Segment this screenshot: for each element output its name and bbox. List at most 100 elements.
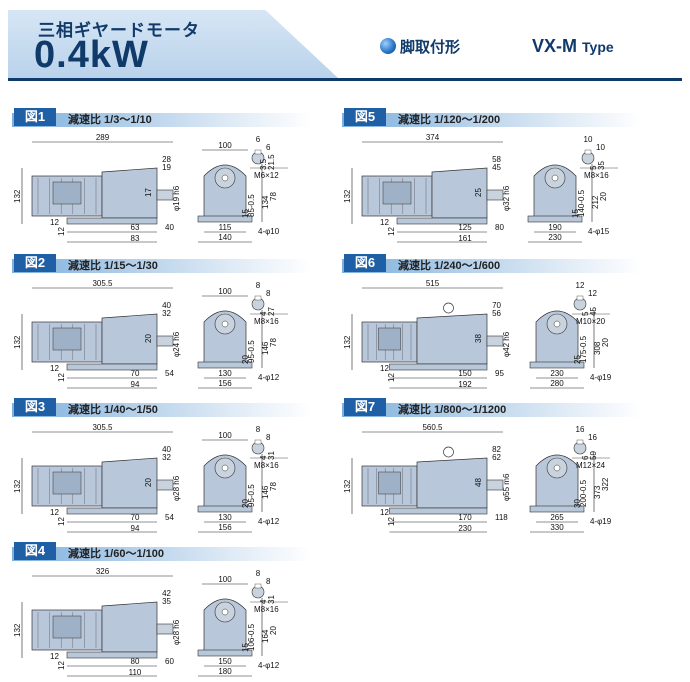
dim-e1: 12 — [380, 218, 389, 227]
key-c: 4 — [259, 455, 268, 460]
shaft-center — [553, 320, 561, 328]
figure-tag: 図1 — [14, 108, 56, 126]
power-rating: 0.4kW — [34, 34, 149, 76]
dim-t3: 25 — [474, 188, 483, 197]
figure-tag: 図3 — [14, 398, 56, 416]
model-suffix: Type — [582, 39, 614, 55]
key-a: 6 — [266, 143, 271, 152]
terminal-box — [378, 327, 401, 351]
dim-width-top: 100 — [218, 287, 232, 296]
front-foot — [529, 361, 585, 369]
key-a: 12 — [588, 289, 597, 298]
dim-overall-length: 305.5 — [92, 279, 113, 288]
key-width: 12 — [576, 281, 585, 290]
dim-w2: 230 — [458, 524, 472, 533]
key-width: 8 — [256, 569, 261, 578]
terminal-box — [378, 471, 401, 495]
dim-s2: 78 — [269, 192, 278, 201]
dim-t3: 20 — [144, 334, 153, 343]
dim-t3: 48 — [474, 478, 483, 487]
shaft-center — [221, 174, 229, 182]
lifting-eye — [443, 446, 454, 458]
figure-tag: 図6 — [344, 254, 386, 272]
figure-header-bar — [342, 403, 642, 417]
reduction-ratio: 減速比 1/40～1/50 — [68, 404, 158, 416]
output-shaft — [156, 335, 174, 347]
dim-e2: 12 — [387, 227, 396, 236]
shaft-diameter: φ24 h6 — [172, 331, 181, 357]
key-width: 6 — [256, 135, 261, 144]
figure-header: 図1 減速比 1/3～1/10 — [12, 106, 312, 128]
dim-e1: 12 — [50, 364, 59, 373]
dim-e2: 12 — [387, 517, 396, 526]
dim-height: 132 — [13, 335, 22, 349]
dim-d1: 95 — [495, 369, 504, 378]
dim-b2: 230 — [548, 233, 562, 242]
dim-t2: 19 — [162, 163, 171, 172]
dim-shaft-length: 42 — [162, 589, 171, 598]
key-bolt: M8×16 — [254, 317, 279, 326]
dim-w2: 192 — [458, 380, 472, 389]
shaft-center — [551, 174, 559, 182]
housing-front — [203, 164, 247, 221]
key-b: 27 — [267, 307, 276, 316]
dim-s1: 15 — [571, 209, 580, 218]
reduction-ratio: 減速比 1/60～1/100 — [68, 548, 164, 560]
output-shaft — [156, 623, 174, 635]
figure-header: 図4 減速比 1/60～1/100 — [12, 540, 312, 562]
dim-b1: 130 — [218, 513, 232, 522]
figure-header-bar — [12, 547, 312, 561]
shaft-diameter: φ42 h6 — [502, 331, 511, 357]
dim-d1: 118 — [495, 513, 508, 522]
output-shaft — [156, 189, 174, 201]
header-divider — [8, 78, 682, 81]
model-name: VX-M Type — [532, 36, 614, 57]
mounting-type: 脚取付形 — [400, 39, 461, 56]
dim-h2: 212 — [591, 195, 600, 209]
shaft-center — [221, 320, 229, 328]
dim-e1: 12 — [380, 364, 389, 373]
dim-w1: 125 — [458, 223, 472, 232]
dim-t2: 62 — [492, 453, 501, 462]
mounting-holes: 4-φ15 — [588, 227, 610, 236]
dim-b2: 156 — [218, 523, 232, 532]
base-foot — [396, 217, 488, 225]
dim-e1: 12 — [50, 508, 59, 517]
figure-header-bar — [12, 113, 312, 127]
dim-shaft-length: 70 — [492, 301, 501, 310]
dim-shaft-length: 58 — [492, 155, 501, 164]
figure-header-bar — [342, 113, 642, 127]
key-c: 4 — [259, 599, 268, 604]
dim-h2: 164 — [261, 629, 270, 643]
housing-front — [535, 310, 579, 367]
dim-height: 132 — [343, 335, 352, 349]
terminal-box — [52, 181, 82, 205]
terminal-box — [382, 181, 412, 205]
dim-h1: 175-0.5 — [579, 335, 588, 363]
dim-s1: 25 — [573, 355, 582, 364]
dim-d1: 40 — [165, 223, 174, 232]
dim-d1: 60 — [165, 657, 174, 666]
front-foot — [529, 505, 585, 513]
dim-s1: 30 — [573, 499, 582, 508]
shaft-diameter: φ55 m6 — [502, 473, 511, 501]
key-b: 59 — [589, 451, 598, 460]
figure-header: 図6 減速比 1/240～1/600 — [342, 252, 642, 274]
dim-overall-length: 305.5 — [92, 423, 113, 432]
dim-b1: 130 — [218, 369, 232, 378]
housing-front — [203, 598, 247, 655]
front-foot — [197, 215, 253, 223]
key-bolt: M6×12 — [254, 171, 279, 180]
dim-s2: 20 — [269, 626, 278, 635]
key-width: 16 — [576, 425, 585, 434]
